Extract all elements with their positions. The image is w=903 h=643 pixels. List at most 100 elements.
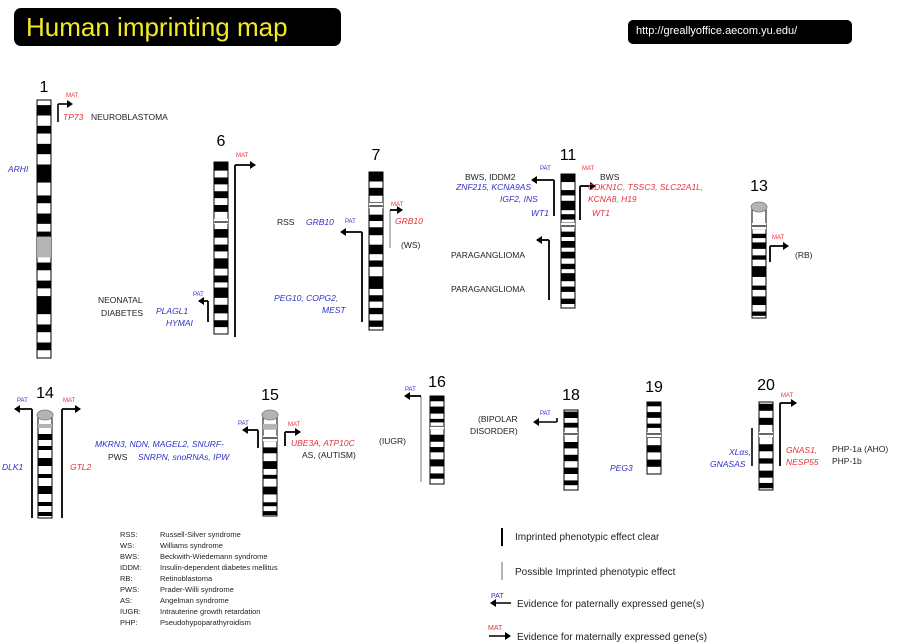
pat-tag: PAT <box>238 421 249 427</box>
chromosome-band <box>430 434 444 442</box>
chr11-mat-bracket <box>579 182 596 220</box>
abbreviation-code: RSS: <box>120 530 138 539</box>
chr15-pat-bracket <box>242 426 259 448</box>
gene-grb10-maternal: GRB10 <box>395 216 423 226</box>
gene-znf215: ZNF215, KCNA9AS <box>455 182 531 192</box>
pat-tag: PAT <box>491 593 504 600</box>
chromosome-11 <box>560 173 576 309</box>
abbreviation-code: RB: <box>120 574 133 583</box>
abbreviation-description: Beckwith-Wiedemann syndrome <box>160 552 268 561</box>
chromosome-band <box>561 214 575 220</box>
chromosome-band <box>37 213 51 224</box>
mat-tag: MAT <box>63 398 76 404</box>
chr14-mat-bracket <box>61 405 81 518</box>
chromosome-band <box>214 229 228 238</box>
chromosome-band <box>369 295 383 302</box>
chromosome-band <box>752 296 766 306</box>
chromosome-band <box>647 423 661 428</box>
chromosome-band <box>369 276 383 289</box>
title-banner: Human imprinting map <box>14 8 341 46</box>
chromosome-band <box>430 425 444 430</box>
gene-peg3: PEG3 <box>610 463 633 473</box>
chromosome-7 <box>368 171 384 331</box>
phenotype-bws-iddm2: BWS, IDDM2 <box>465 172 516 182</box>
chromosome-band <box>561 251 575 259</box>
arrow-head <box>404 392 410 400</box>
chromosome-band <box>214 162 228 171</box>
phenotype-ws: (WS) <box>401 240 421 250</box>
abbreviation-description: Insulin-dependent diabetes mellitus <box>160 563 278 572</box>
phenotype-diabetes: DIABETES <box>101 308 143 318</box>
mat-tag: MAT <box>781 393 794 399</box>
chromosome-band <box>369 260 383 267</box>
arrow-head <box>14 405 20 413</box>
chromosome-14 <box>36 409 54 519</box>
page-title: Human imprinting map <box>26 12 288 42</box>
pat-tag: PAT <box>193 292 204 298</box>
chromosome-band <box>561 286 575 292</box>
abbreviation-description: Intrauterine growth retardation <box>160 607 260 616</box>
chromosome-band <box>38 446 52 450</box>
chromosome-band <box>214 177 228 185</box>
phenotype-php1a: PHP-1a (AHO) <box>832 444 888 454</box>
chromosome-19-number: 19 <box>645 379 663 396</box>
chromosome-band <box>263 435 277 442</box>
chromosome-20 <box>758 401 774 491</box>
chromosome-band <box>37 164 51 183</box>
chromosome-band <box>759 431 773 438</box>
symbol-legend: Imprinted phenotypic effect clearPossibl… <box>488 528 707 643</box>
abbreviation-code: PWS: <box>120 585 139 594</box>
abbreviation-description: Prader-Willi syndrome <box>160 585 234 594</box>
phenotype-as-autism: AS, (AUTISM) <box>302 450 356 460</box>
chromosome-1 <box>36 99 52 359</box>
chromosome-14-number: 14 <box>36 385 54 402</box>
arrow-head <box>340 228 346 236</box>
chromosome-band <box>214 304 228 314</box>
gene-arhi: ARHI <box>7 164 29 174</box>
abbreviation-code: AS: <box>120 596 132 605</box>
gene-gnasas: GNASAS <box>710 459 746 469</box>
chr13-mat-bracket <box>769 242 789 262</box>
mat-tag: MAT <box>772 235 785 241</box>
arrow-head <box>198 297 204 305</box>
chr7-mat-bracket <box>389 206 403 248</box>
chromosome-band <box>214 244 228 252</box>
chromosome-19 <box>646 401 662 475</box>
arrow-head <box>397 206 403 214</box>
chromosome-6-number: 6 <box>217 133 226 150</box>
chromosome-band <box>752 285 766 290</box>
arrow-head <box>536 236 542 244</box>
chromosome-band <box>759 482 773 489</box>
chromosome-band <box>369 227 383 236</box>
arrow-head <box>295 428 301 436</box>
arrow-head <box>250 161 256 169</box>
chromosome-band <box>214 320 228 328</box>
phenotype-iugr: (IUGR) <box>379 436 406 446</box>
chromosome-band <box>369 202 383 209</box>
chr16-pat-bracket <box>404 392 422 482</box>
gene-plagl1: PLAGL1 <box>156 306 188 316</box>
legend-clear-text: Imprinted phenotypic effect clear <box>515 532 660 543</box>
gene-grb10-paternal: GRB10 <box>306 217 334 227</box>
chromosome-band <box>752 222 766 230</box>
chromosome-band <box>38 434 52 440</box>
chromosome-band <box>561 273 575 282</box>
chromosome-band <box>647 445 661 453</box>
chr20-mat-bracket <box>779 399 797 466</box>
mat-tag: MAT <box>66 93 79 99</box>
chromosome-satellite <box>750 201 768 213</box>
chromosome-band <box>369 307 383 315</box>
abbreviation-code: WS: <box>120 541 134 550</box>
chromosome-band <box>37 296 51 315</box>
chromosome-band <box>37 231 51 237</box>
gene-ube3a: UBE3A, ATP10C <box>291 438 356 448</box>
chr15-mat-bracket <box>284 428 301 446</box>
chromosome-band <box>561 241 575 248</box>
chromosome-7-number: 7 <box>372 147 381 164</box>
chromosome-satellite <box>261 409 279 421</box>
url-banner: http://greallyoffice.aecom.yu.edu/ <box>628 20 852 44</box>
gene-mkrn3: MKRN3, NDN, MAGEL2, SNURF- <box>95 439 224 449</box>
chromosome-band <box>214 258 228 269</box>
gene-nesp55: NESP55 <box>786 457 819 467</box>
gene-xlas: XLαs, <box>728 447 751 457</box>
